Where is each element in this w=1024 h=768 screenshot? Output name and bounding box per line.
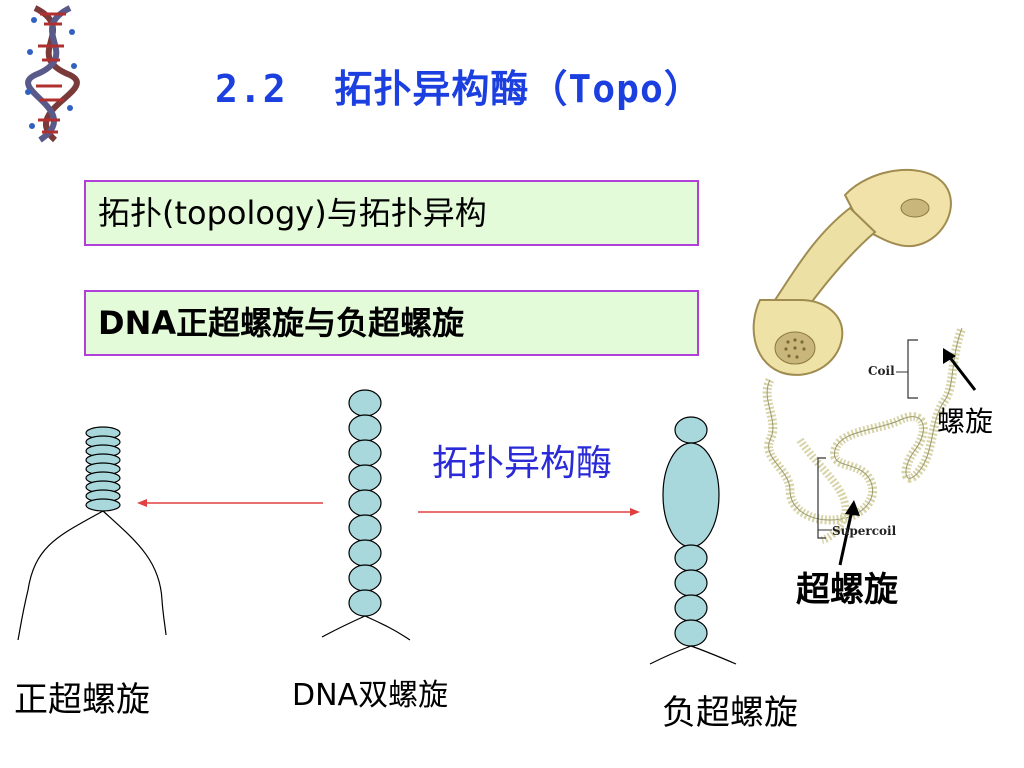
arrow-left-icon xyxy=(137,499,323,507)
dna-double-helix-diagram xyxy=(321,389,411,641)
coil-en-label: Coil xyxy=(868,364,895,378)
telephone-handset-icon xyxy=(752,168,977,566)
dna-helix-icon xyxy=(25,5,80,143)
negative-supercoil-label: 负超螺旋 xyxy=(662,693,798,733)
supercoil-box-label: DNA正超螺旋与负超螺旋 xyxy=(98,304,465,342)
arrow-right-icon xyxy=(418,508,640,516)
positive-supercoil-label: 正超螺旋 xyxy=(14,680,150,720)
negative-supercoil-diagram xyxy=(649,416,737,665)
page-title: 2.2 拓扑异构酶（Topo） xyxy=(215,67,703,111)
topology-box-label: 拓扑(topology)与拓扑异构 xyxy=(98,194,487,232)
coil-cn-label: 螺旋 xyxy=(937,405,994,438)
supercoil-box: DNA正超螺旋与负超螺旋 xyxy=(84,290,699,356)
enzyme-label: 拓扑异构酶 xyxy=(432,443,613,484)
supercoil-en-label: Supercoil xyxy=(832,524,897,538)
supercoil-cn-label: 超螺旋 xyxy=(796,570,898,610)
positive-supercoil-diagram xyxy=(17,426,167,641)
dna-double-helix-label: DNA双螺旋 xyxy=(292,678,449,713)
topology-box: 拓扑(topology)与拓扑异构 xyxy=(84,180,699,246)
